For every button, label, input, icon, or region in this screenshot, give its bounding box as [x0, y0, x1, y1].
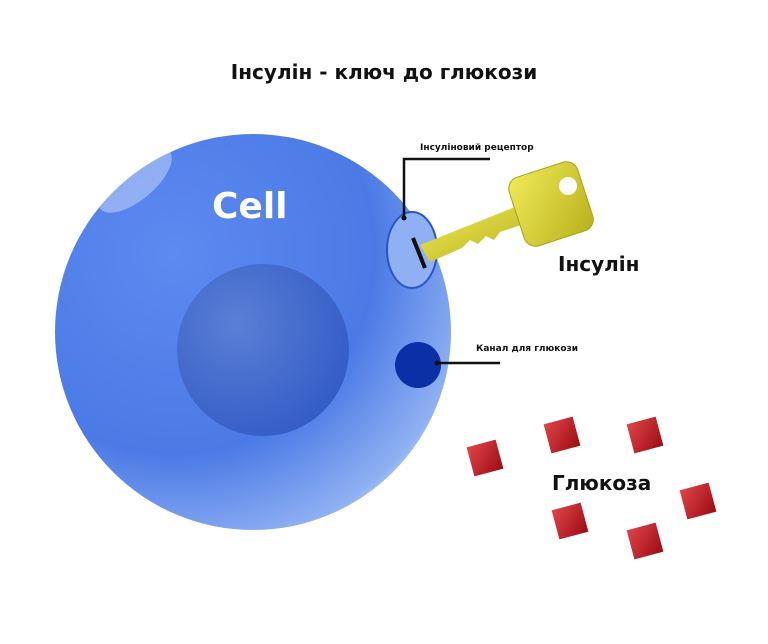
glucose-molecule	[626, 416, 664, 454]
glucose-label: Глюкоза	[552, 471, 652, 495]
cell-label: Cell	[212, 186, 288, 227]
insulin-label: Інсулін	[558, 252, 640, 276]
nucleus	[177, 264, 349, 436]
receptor-label: Інсуліновий рецептор	[420, 143, 534, 153]
glucose-molecules	[466, 416, 717, 560]
glucose-molecule	[679, 482, 717, 520]
receptor-slot	[411, 237, 427, 269]
glucose-molecule	[466, 439, 504, 477]
glucose-molecule	[543, 416, 581, 454]
insulin-key	[420, 161, 594, 262]
glucose-channel	[395, 342, 441, 388]
glucose-molecule	[626, 522, 664, 560]
cell-highlight	[98, 147, 172, 213]
glucose-molecule	[551, 502, 589, 540]
channel-label: Канал для глюкози	[476, 344, 579, 354]
channel-pointer-line	[434, 360, 500, 366]
receptor-pointer-line	[401, 157, 490, 221]
diagram-title: Інсулін - ключ до глюкози	[230, 60, 538, 84]
